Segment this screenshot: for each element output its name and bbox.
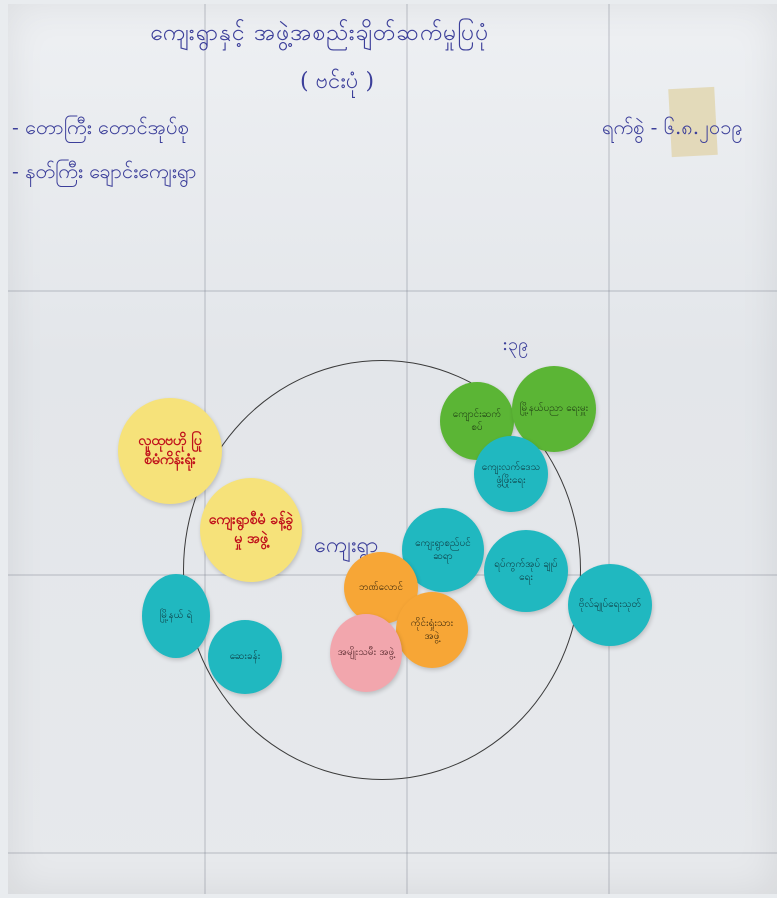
note-teal-3: ရပ်ကွက်အုပ် ချုပ်ရေး <box>484 530 568 612</box>
note-teal-6: ဆေးခန်း <box>208 620 282 694</box>
note-yellow-top: လူထုဗဟို ပြုစီမံကိန်းရုံး <box>118 398 222 504</box>
date-label: ရက်စွဲ - ၆.၈.၂၀၁၉ <box>602 115 743 139</box>
note-green-2: မြို့နယ်ပညာ ရေးမှူး <box>512 366 596 452</box>
paper-fold <box>8 290 777 292</box>
paper-fold <box>8 852 777 854</box>
note-yellow-mid: ကျေးရွာစီမံ ခန့်ခွဲမှု အဖွဲ့ <box>200 478 302 582</box>
note-orange-2: ကိုင်းရှုံးသား အဖွဲ့ <box>396 592 468 668</box>
small-note: :၃၉ <box>502 334 529 355</box>
note-teal-2: ကျေးရွာစည်ပင် ဆရာ <box>402 508 484 592</box>
note-teal-5: မြို့နယ် ရဲ <box>142 574 210 658</box>
village-tract-label: - တောကြီး တောင်အုပ်စု <box>12 115 189 139</box>
chart-title: ကျေးရွာနှင့် အဖွဲ့အစည်းချိတ်ဆက်မှုပြပုံ <box>150 20 490 46</box>
note-teal-4: ဗိုလ်ချုပ်ရေးသုတ် <box>568 564 652 646</box>
note-teal-1: ကျေးလက်ဒေသ ဖွံ့ဖြိုးရေး <box>474 436 548 512</box>
chart-subtitle: ( ဗင်းပုံ ) <box>300 69 375 94</box>
paper-fold <box>608 4 610 894</box>
note-pink-1: အမျိုးသမီး အဖွဲ့ <box>330 614 402 692</box>
village-boundary-circle <box>183 360 581 780</box>
village-label: - နတ်ကြီး ချောင်းကျေးရွာ <box>12 159 197 183</box>
